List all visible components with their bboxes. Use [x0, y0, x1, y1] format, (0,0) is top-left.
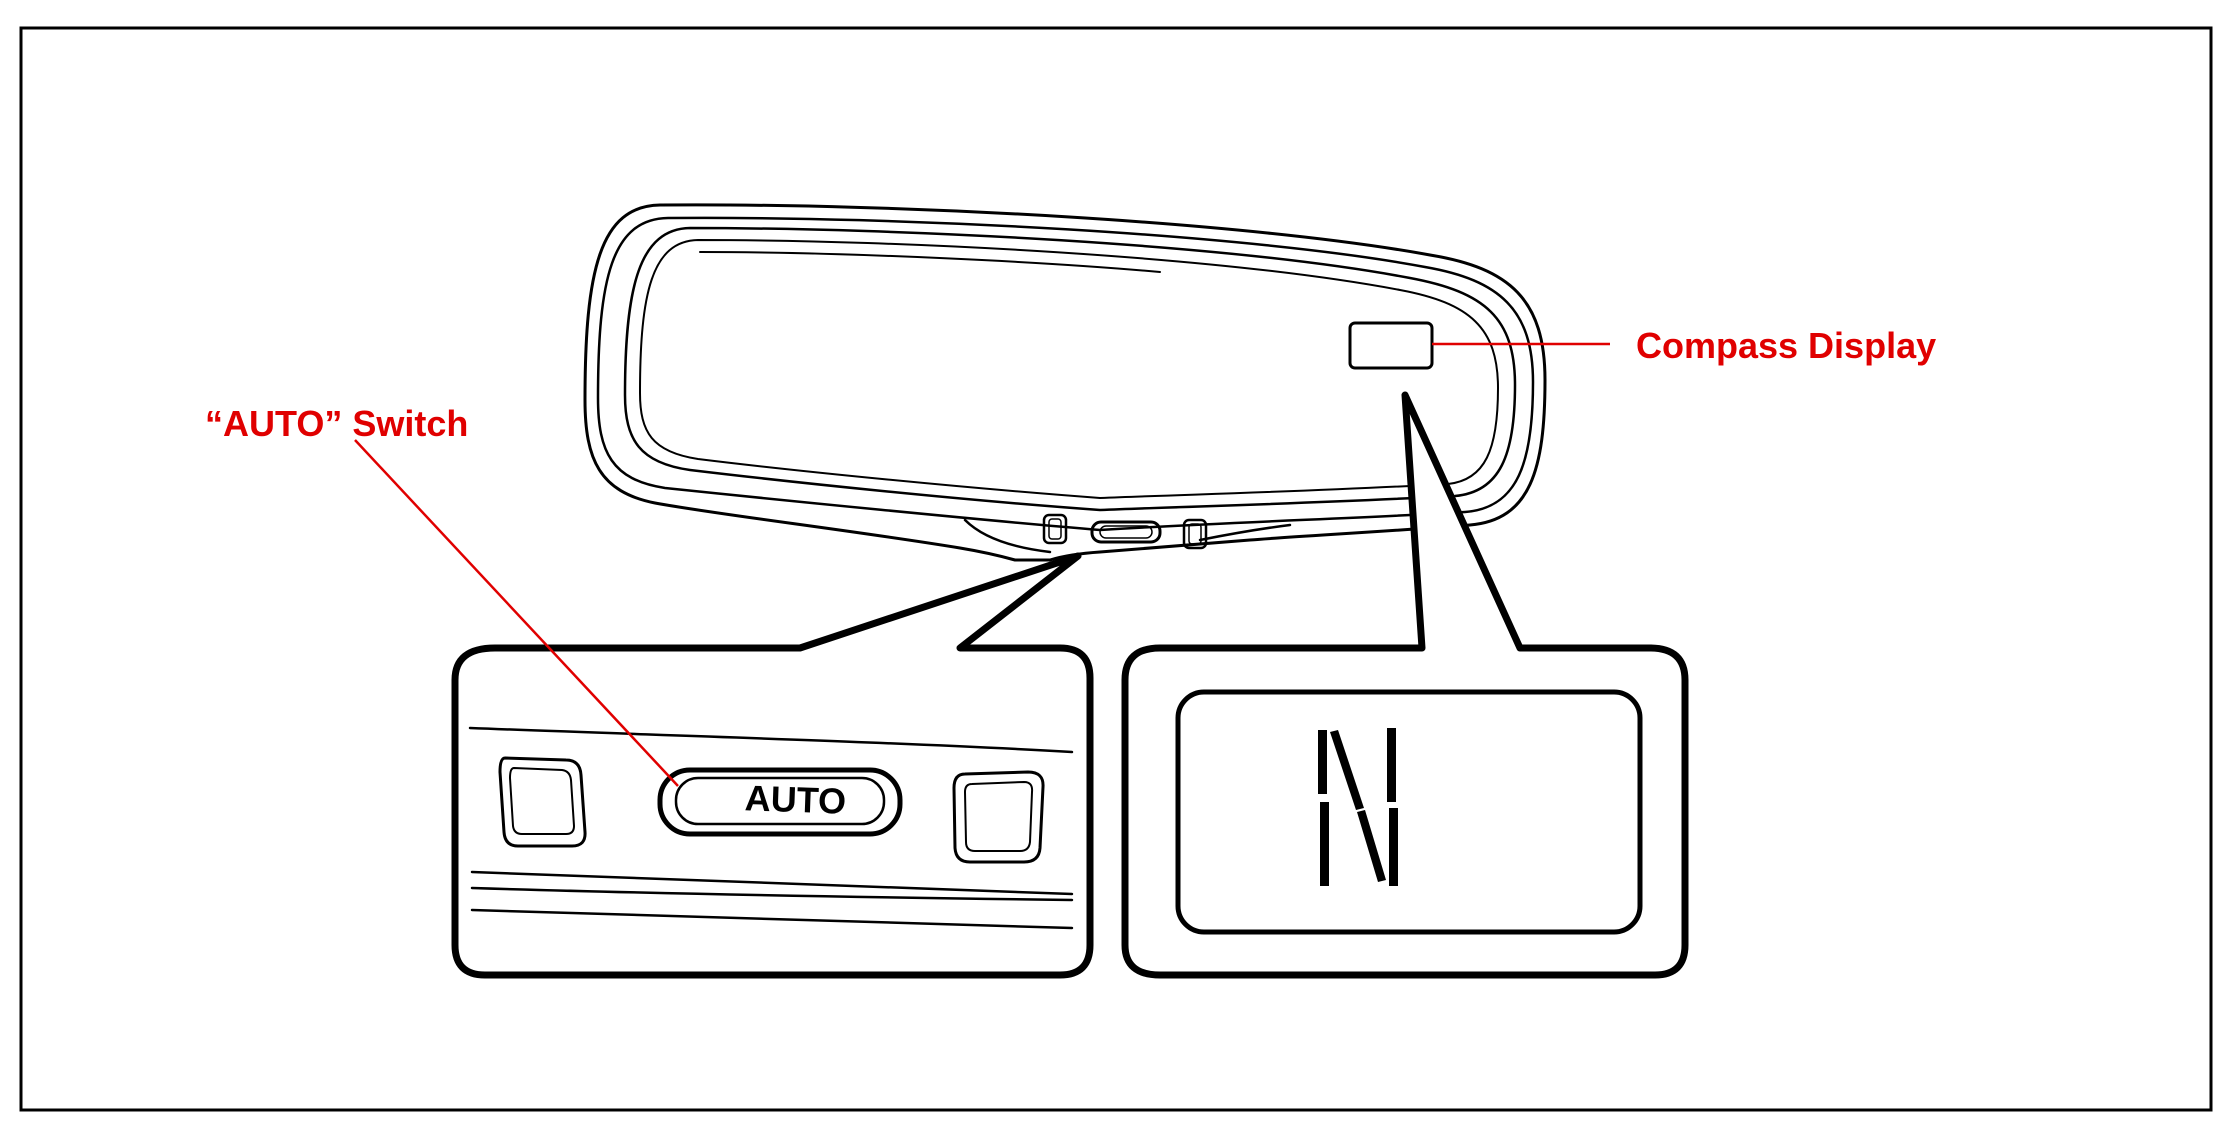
mirror-right-button-face [1188, 523, 1202, 545]
mirror-compass-window [1348, 321, 1434, 370]
glass-reflection [699, 251, 1161, 273]
zoom-left-button-face [509, 767, 575, 835]
compass-zoom-panel [1121, 391, 1689, 979]
auto-button-label: AUTO [744, 777, 847, 822]
diagram-frame [19, 26, 2213, 1112]
switch-panel-line-mid2 [470, 886, 1074, 902]
mirror-left-button [1042, 513, 1068, 545]
mirror-auto-switch [1090, 520, 1162, 544]
switch-panel-line-mid [470, 870, 1074, 896]
compass-heading-glyph [1318, 728, 1398, 886]
switch-zoom-panel [451, 552, 1094, 979]
callout-lines [354, 342, 1610, 787]
mirror-glass-edge [623, 226, 1517, 512]
mirror-glass [639, 239, 1499, 499]
mirror-left-button-face [1048, 518, 1062, 540]
switch-panel-line-bottom [470, 908, 1074, 930]
mirror-chin-right [1198, 523, 1292, 542]
mirror-right-button [1182, 518, 1208, 550]
mirror-housing-outer [583, 203, 1547, 562]
auto-switch-label: “AUTO” Switch [205, 403, 468, 444]
mirror-auto-switch-face [1099, 525, 1153, 539]
switch-panel-line-top [468, 726, 1074, 754]
auto-switch-leader [354, 439, 679, 787]
compass-display-label: Compass Display [1636, 325, 1936, 366]
rearview-mirror [583, 203, 1547, 562]
switch-zoom-balloon [451, 552, 1094, 979]
mirror-housing-inner [596, 216, 1535, 532]
zoom-right-button [952, 770, 1045, 864]
zoom-auto-switch[interactable] [657, 767, 903, 837]
compass-zoom-balloon [1121, 391, 1689, 979]
compass-lcd-frame [1175, 689, 1643, 935]
zoom-left-button [498, 756, 587, 848]
zoom-right-button-face [964, 781, 1034, 852]
zoom-auto-switch-face [674, 776, 886, 826]
mirror-chin [963, 518, 1052, 554]
